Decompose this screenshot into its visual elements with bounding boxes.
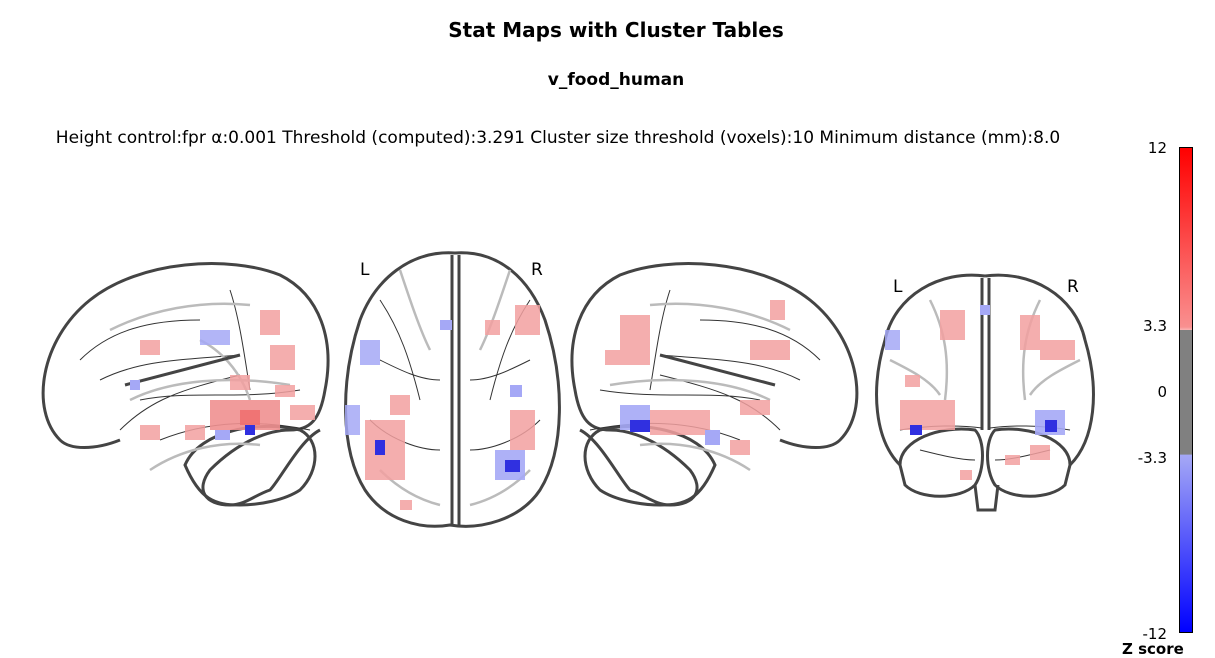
sagittal-view [41, 262, 330, 507]
coronal-view: L R [875, 273, 1095, 512]
param-cluster-size: Cluster size threshold (voxels):10 [530, 128, 815, 148]
glass-brain-views: L R [41, 251, 1095, 528]
coronal-right-label: R [1067, 277, 1079, 297]
param-alpha: α:0.001 [211, 128, 277, 148]
axial-midline [450, 255, 461, 525]
colorbar-tick-lower-threshold: -3.3 [1137, 449, 1167, 467]
colorbar-tick-zero: 0 [1157, 383, 1167, 401]
coronal-activation [885, 305, 1075, 480]
colorbar [1179, 147, 1193, 633]
sagittal-brain-outline [41, 262, 330, 507]
coronal-brainstem [973, 484, 1000, 512]
sagittal-right-lateral-fissure [659, 353, 776, 387]
sagittal-lateral-fissure [124, 353, 241, 387]
param-height-control: Height control:fpr [55, 128, 206, 148]
axial-gray-contours [379, 269, 531, 507]
axial-activation [345, 305, 540, 510]
sagittal-right-brain-outline [570, 262, 859, 507]
sagittal-right-view [570, 262, 859, 507]
sagittal-right-gray-contours [609, 302, 791, 472]
colorbar-tick-upper-threshold: 3.3 [1143, 317, 1167, 335]
figure-subtitle: v_food_human [547, 70, 685, 90]
sagittal-activation [130, 310, 315, 440]
coronal-cerebellum [898, 427, 1072, 498]
coronal-midline [980, 278, 991, 430]
param-threshold: Threshold (computed):3.291 [282, 128, 525, 148]
axial-left-label: L [360, 260, 370, 280]
coronal-left-label: L [893, 277, 903, 297]
param-min-distance: Minimum distance (mm):8.0 [819, 128, 1061, 148]
colorbar-tick-max: 12 [1147, 139, 1167, 157]
sagittal-right-cerebellum [583, 424, 717, 507]
colorbar-tick-min: -12 [1142, 625, 1168, 643]
axial-right-label: R [531, 260, 543, 280]
threshold-parameters: Height control:fpr α:0.001 Threshold (co… [40, 128, 1076, 148]
colorbar-label: Z score [1122, 640, 1184, 658]
axial-view: L R [344, 251, 561, 528]
figure-title: Stat Maps with Cluster Tables [448, 18, 784, 42]
axial-brain-outline [344, 251, 561, 528]
sagittal-right-sulcus-lines [589, 289, 821, 441]
sagittal-gray-contours [109, 302, 291, 472]
sagittal-sulcus-lines [79, 289, 311, 441]
sagittal-right-activation [605, 300, 790, 455]
